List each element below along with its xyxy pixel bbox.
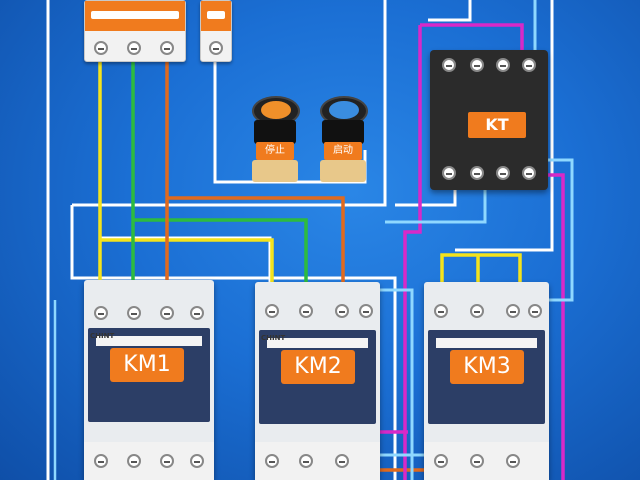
time-relay: KT xyxy=(430,50,548,190)
contactor-terminal xyxy=(94,454,108,468)
wire-white-kt xyxy=(428,0,472,22)
contactor-km2: CHINT KM2 xyxy=(255,282,380,480)
contactor-terminal xyxy=(160,454,174,468)
contactor-bottom xyxy=(84,442,214,480)
relay-terminal xyxy=(496,166,510,180)
contactor-terminal xyxy=(299,304,313,318)
contactor-terminal xyxy=(528,304,542,318)
relay-terminal xyxy=(522,166,536,180)
contactor-terminal xyxy=(470,304,484,318)
relay-terminal xyxy=(470,58,484,72)
brand-label: CHINT xyxy=(90,332,115,340)
contactor-terminal xyxy=(160,306,174,320)
contactor-terminal xyxy=(190,306,204,320)
button-body xyxy=(322,120,364,144)
wire-white-loop xyxy=(70,205,397,480)
contactor-terminal xyxy=(506,304,520,318)
wire-cyan-mid xyxy=(385,175,487,224)
button-base xyxy=(252,160,298,182)
relay-terminal xyxy=(496,58,510,72)
wire-white-frame-top xyxy=(72,0,387,207)
brand-label: CHINT xyxy=(261,334,286,342)
contactor-terminal xyxy=(190,454,204,468)
breaker-terminal xyxy=(94,41,108,55)
contactor-terminal xyxy=(335,454,349,468)
start-button-label: 启动 xyxy=(324,142,362,160)
contactor-bottom xyxy=(255,442,380,480)
contactor-body xyxy=(428,330,545,424)
relay-label: KT xyxy=(468,112,526,138)
relay-terminal xyxy=(470,166,484,180)
contactor-terminal xyxy=(335,304,349,318)
breaker-terminal xyxy=(127,41,141,55)
contactor-km3: KM3 xyxy=(424,282,549,480)
contactor-km1: CHINT KM1 xyxy=(84,280,214,480)
breaker-handle xyxy=(85,1,185,31)
contactor-terminal xyxy=(265,454,279,468)
contactor-terminal xyxy=(506,454,520,468)
wire-green-link xyxy=(133,218,308,305)
button-base xyxy=(320,160,366,182)
wire-magenta-top xyxy=(420,23,524,60)
wire-orange-link xyxy=(167,196,345,305)
contactor-terminal xyxy=(127,454,141,468)
contactor-terminal xyxy=(94,306,108,320)
contactor-terminal xyxy=(434,304,448,318)
contactor-terminal xyxy=(127,306,141,320)
contactor-terminal xyxy=(299,454,313,468)
relay-terminal xyxy=(442,166,456,180)
wire-magenta-left xyxy=(403,25,422,480)
wire-white-right xyxy=(455,0,554,252)
button-body xyxy=(254,120,296,144)
contactor-bottom xyxy=(424,442,549,480)
contactor-terminal xyxy=(434,454,448,468)
relay-terminal xyxy=(522,58,536,72)
start-button[interactable]: 启动 xyxy=(318,96,368,186)
control-circuit-breaker xyxy=(200,0,232,62)
contactor-label-km1: KM1 xyxy=(110,348,184,382)
relay-terminal xyxy=(442,58,456,72)
contactor-terminal xyxy=(265,304,279,318)
contactor-terminal xyxy=(470,454,484,468)
breaker-terminal xyxy=(209,41,223,55)
main-circuit-breaker xyxy=(84,0,186,62)
stop-button[interactable]: 停止 xyxy=(250,96,300,186)
breaker-handle xyxy=(201,1,231,31)
contactor-label-km2: KM2 xyxy=(281,350,355,384)
wire-white-km2-top xyxy=(100,236,272,300)
contactor-terminal xyxy=(359,304,373,318)
stop-button-label: 停止 xyxy=(256,142,294,160)
contactor-label-km3: KM3 xyxy=(450,350,524,384)
breaker-terminal xyxy=(160,41,174,55)
